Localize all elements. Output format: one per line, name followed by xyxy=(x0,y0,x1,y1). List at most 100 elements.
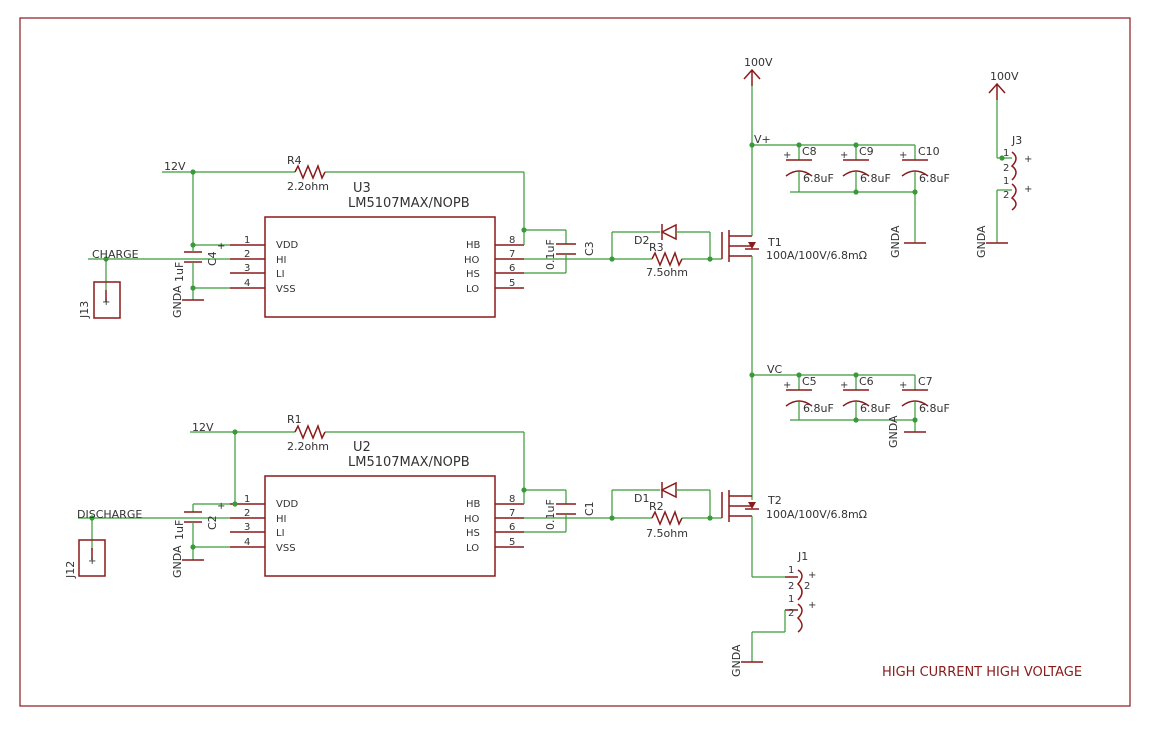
u2-pin-li: LI xyxy=(276,528,285,539)
net-12v-top: 12V xyxy=(162,160,525,245)
u2-pin-hb: HB xyxy=(466,499,481,510)
c5-plus: + xyxy=(783,380,791,391)
gnda-label-j3: GNDA xyxy=(975,225,988,258)
u3-pnum-4: 4 xyxy=(244,278,250,289)
transistor-t1: T1 100A/100V/6.8mΩ xyxy=(721,230,867,262)
u2-pnum-5: 5 xyxy=(509,537,515,548)
j3-plus-b: + xyxy=(1024,184,1032,195)
c4-value: 1uF xyxy=(173,262,186,282)
u2-pnum-3: 3 xyxy=(244,522,250,533)
r4-ref: R4 xyxy=(287,154,302,167)
c3-ref: C3 xyxy=(583,241,596,256)
c1-ref: C1 xyxy=(583,501,596,516)
u3-pnum-2: 2 xyxy=(244,249,250,260)
u2-pin-vdd: VDD xyxy=(276,499,299,510)
capacitor-bank-top: + C8 6.8uF + C9 6.8uF + C10 6.8uF GNDA xyxy=(783,145,950,258)
connector-j12: + J12 xyxy=(64,539,106,579)
u2-pnum-7: 7 xyxy=(509,508,515,519)
gnda-label-top-bank: GNDA xyxy=(889,225,902,258)
c7-plus: + xyxy=(899,380,907,391)
c8-value: 6.8uF xyxy=(803,172,834,185)
c1-value: 0.1uF xyxy=(544,499,557,530)
u3-pin-ho: HO xyxy=(464,255,480,266)
c2-ref: C2 xyxy=(206,515,219,530)
j1-pin2b: 2 xyxy=(804,581,810,592)
transistor-t2: T2 100A/100V/6.8mΩ xyxy=(721,490,867,522)
gnda-symbol-bottom-left: GNDA xyxy=(171,545,204,578)
connector-j3: 100V J3 1 2 1 2 + + GNDA xyxy=(975,70,1032,258)
u3-right-wiring: 0.1uF C3 xyxy=(521,227,615,274)
c10-plus: + xyxy=(899,150,907,161)
net-label-discharge: DISCHARGE xyxy=(77,508,142,521)
d1-ref: D1 xyxy=(634,492,649,505)
net-label-12v-bottom: 12V xyxy=(192,421,214,434)
u3-pin-vdd: VDD xyxy=(276,240,299,251)
u2-pnum-1: 1 xyxy=(244,494,250,505)
j3-pin2a: 2 xyxy=(1003,163,1009,174)
u3-pin-vss: VSS xyxy=(276,284,296,295)
u3-pnum-6: 6 xyxy=(509,263,515,274)
net-label-100v-j3: 100V xyxy=(990,70,1019,83)
gate-network-bottom: D1 R2 7.5ohm xyxy=(611,481,722,540)
c6-plus: + xyxy=(840,380,848,391)
u3-left-wiring: CHARGE xyxy=(88,242,230,300)
net-label-vc: VC xyxy=(767,363,783,376)
driver-u3: U3 LM5107MAX/NOPB VDD HI LI VSS HB HO HS… xyxy=(230,181,524,318)
t2-ref: T2 xyxy=(767,494,782,507)
c9-plus: + xyxy=(840,150,848,161)
net-label-12v: 12V xyxy=(164,160,186,173)
j1-pin2c: 2 xyxy=(788,608,794,619)
c10-ref: C10 xyxy=(918,145,940,158)
t1-ref: T1 xyxy=(767,236,782,249)
j1-plus-a: + xyxy=(808,570,816,581)
gnda-label-top-left: GNDA xyxy=(171,285,184,318)
capacitor-c4: 1uF C4 + xyxy=(173,241,225,282)
net-label-vplus: V+ xyxy=(754,133,771,146)
connector-j1: J1 1 2 2 1 2 + + GNDA xyxy=(730,516,816,677)
r2-value: 7.5ohm xyxy=(646,527,688,540)
u3-pnum-1: 1 xyxy=(244,235,250,246)
driver-u2: U2 LM5107MAX/NOPB VDD HI LI VSS HB HO HS… xyxy=(230,440,524,577)
j3-ref: J3 xyxy=(1011,134,1022,147)
u2-ref: U2 xyxy=(353,440,371,455)
c4-ref: C4 xyxy=(206,251,219,266)
frame-note: HIGH CURRENT HIGH VOLTAGE xyxy=(882,665,1082,680)
r1-ref: R1 xyxy=(287,413,302,426)
net-vc: VC xyxy=(749,363,915,378)
u2-pin-ho: HO xyxy=(464,514,480,525)
sheet-frame xyxy=(19,17,1131,707)
j1-pin1b: 1 xyxy=(788,594,794,605)
capacitor-c2: 1uF C2 + xyxy=(173,501,225,540)
u2-pnum-6: 6 xyxy=(509,522,515,533)
u3-pin-lo: LO xyxy=(466,284,479,295)
j13-plus: + xyxy=(102,297,110,308)
j12-plus: + xyxy=(88,556,96,567)
u2-pnum-4: 4 xyxy=(244,537,250,548)
gnda-label-j1: GNDA xyxy=(730,644,743,677)
u3-pin-li: LI xyxy=(276,269,285,280)
t2-value: 100A/100V/6.8mΩ xyxy=(766,508,867,521)
j1-ref: J1 xyxy=(797,550,808,563)
c5-ref: C5 xyxy=(802,375,817,388)
net-100v-main: 100V V+ xyxy=(743,56,915,500)
c10-value: 6.8uF xyxy=(919,172,950,185)
u2-right-wiring: 0.1uF C1 xyxy=(521,487,615,533)
gnda-label-bottom-bank: GNDA xyxy=(887,415,900,448)
u2-pin-lo: LO xyxy=(466,543,479,554)
d2-ref: D2 xyxy=(634,234,649,247)
u3-pin-hs: HS xyxy=(466,269,480,280)
connector-j13: + J13 xyxy=(78,281,121,319)
j1-plus-b: + xyxy=(808,600,816,611)
u2-left-wiring: DISCHARGE xyxy=(77,501,238,560)
u3-pnum-7: 7 xyxy=(509,249,515,260)
c8-ref: C8 xyxy=(802,145,817,158)
u2-pnum-8: 8 xyxy=(509,494,515,505)
u3-pnum-5: 5 xyxy=(509,278,515,289)
u2-pin-hs: HS xyxy=(466,528,480,539)
r1-value: 2.2ohm xyxy=(287,440,329,453)
c5-value: 6.8uF xyxy=(803,402,834,415)
c7-value: 6.8uF xyxy=(919,402,950,415)
j3-pin1a: 1 xyxy=(1003,148,1009,159)
gate-network-top: D2 R3 7.5ohm xyxy=(611,223,722,279)
